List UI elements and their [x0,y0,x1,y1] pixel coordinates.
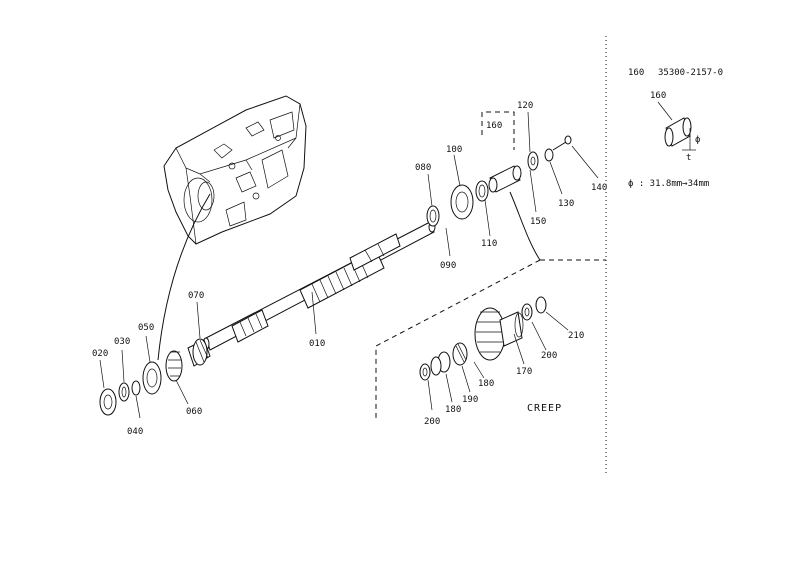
bearing-050 [142,361,162,395]
label-110: 110 [481,239,497,249]
label-030: 030 [114,337,130,347]
label-170: 170 [516,367,532,377]
label-200b: 200 [541,351,557,361]
label-070: 070 [188,291,204,301]
label-leaders [99,111,599,419]
collar-group-bracket [481,111,515,150]
housing-leader-line [157,193,211,361]
label-080: 080 [415,163,431,173]
needle-bearing-190 [452,342,468,366]
label-160: 160 [486,121,502,131]
label-140: 140 [591,183,607,193]
gear-060 [165,350,183,382]
ring-080 [426,205,440,227]
spec-detail-leader [657,101,673,121]
bolt-140 [552,135,572,151]
spec-phi-symbol: ϕ [695,135,700,145]
label-050: 050 [138,323,154,333]
spec-t-symbol: t [686,153,691,163]
label-060: 060 [186,407,202,417]
creep-leader-line [509,191,541,261]
label-010: 010 [309,339,325,349]
label-150: 150 [530,217,546,227]
creep-callout-side [375,259,541,420]
label-120: 120 [517,101,533,111]
collar-detail-drawing [664,117,696,151]
main-shaft-010 [202,221,436,351]
washer-200a [419,363,431,381]
transmission-housing-drawing [163,95,307,245]
creep-label: CREEP [527,403,562,414]
label-040: 040 [127,427,143,437]
label-200a: 200 [424,417,440,427]
washer-200b [521,303,533,321]
needle-bearing-180a [430,356,442,376]
label-130: 130 [558,199,574,209]
snap-ring-210 [535,296,547,314]
label-020: 020 [92,349,108,359]
spec-detail-label: 160 [650,91,666,101]
ring-110 [475,180,489,202]
ring-040 [131,380,141,396]
label-090: 090 [440,261,456,271]
ring-030 [118,382,130,402]
gear-070 [187,338,211,367]
gear-170 [474,307,524,361]
bearing-100 [450,184,474,220]
label-180a: 180 [445,405,461,415]
label-210: 210 [568,331,584,341]
shim-150 [527,151,539,171]
label-100: 100 [446,145,462,155]
part-labels: 010 020 030 040 050 060 070 080 090 100 … [92,101,607,437]
spec-part-no: 160 [628,68,644,78]
collar-160 [488,165,522,193]
spec-range: ϕ : 31.8mm→34mm [628,179,709,189]
spec-part-code: 35300-2157-0 [658,68,723,78]
spec-panel: 160 35300-2157-0 160 ϕ t ϕ : 31.8mm→34mm [628,68,723,189]
washer-130 [544,148,554,162]
bearing-020 [99,388,117,416]
label-190: 190 [462,395,478,405]
label-180b: 180 [478,379,494,389]
